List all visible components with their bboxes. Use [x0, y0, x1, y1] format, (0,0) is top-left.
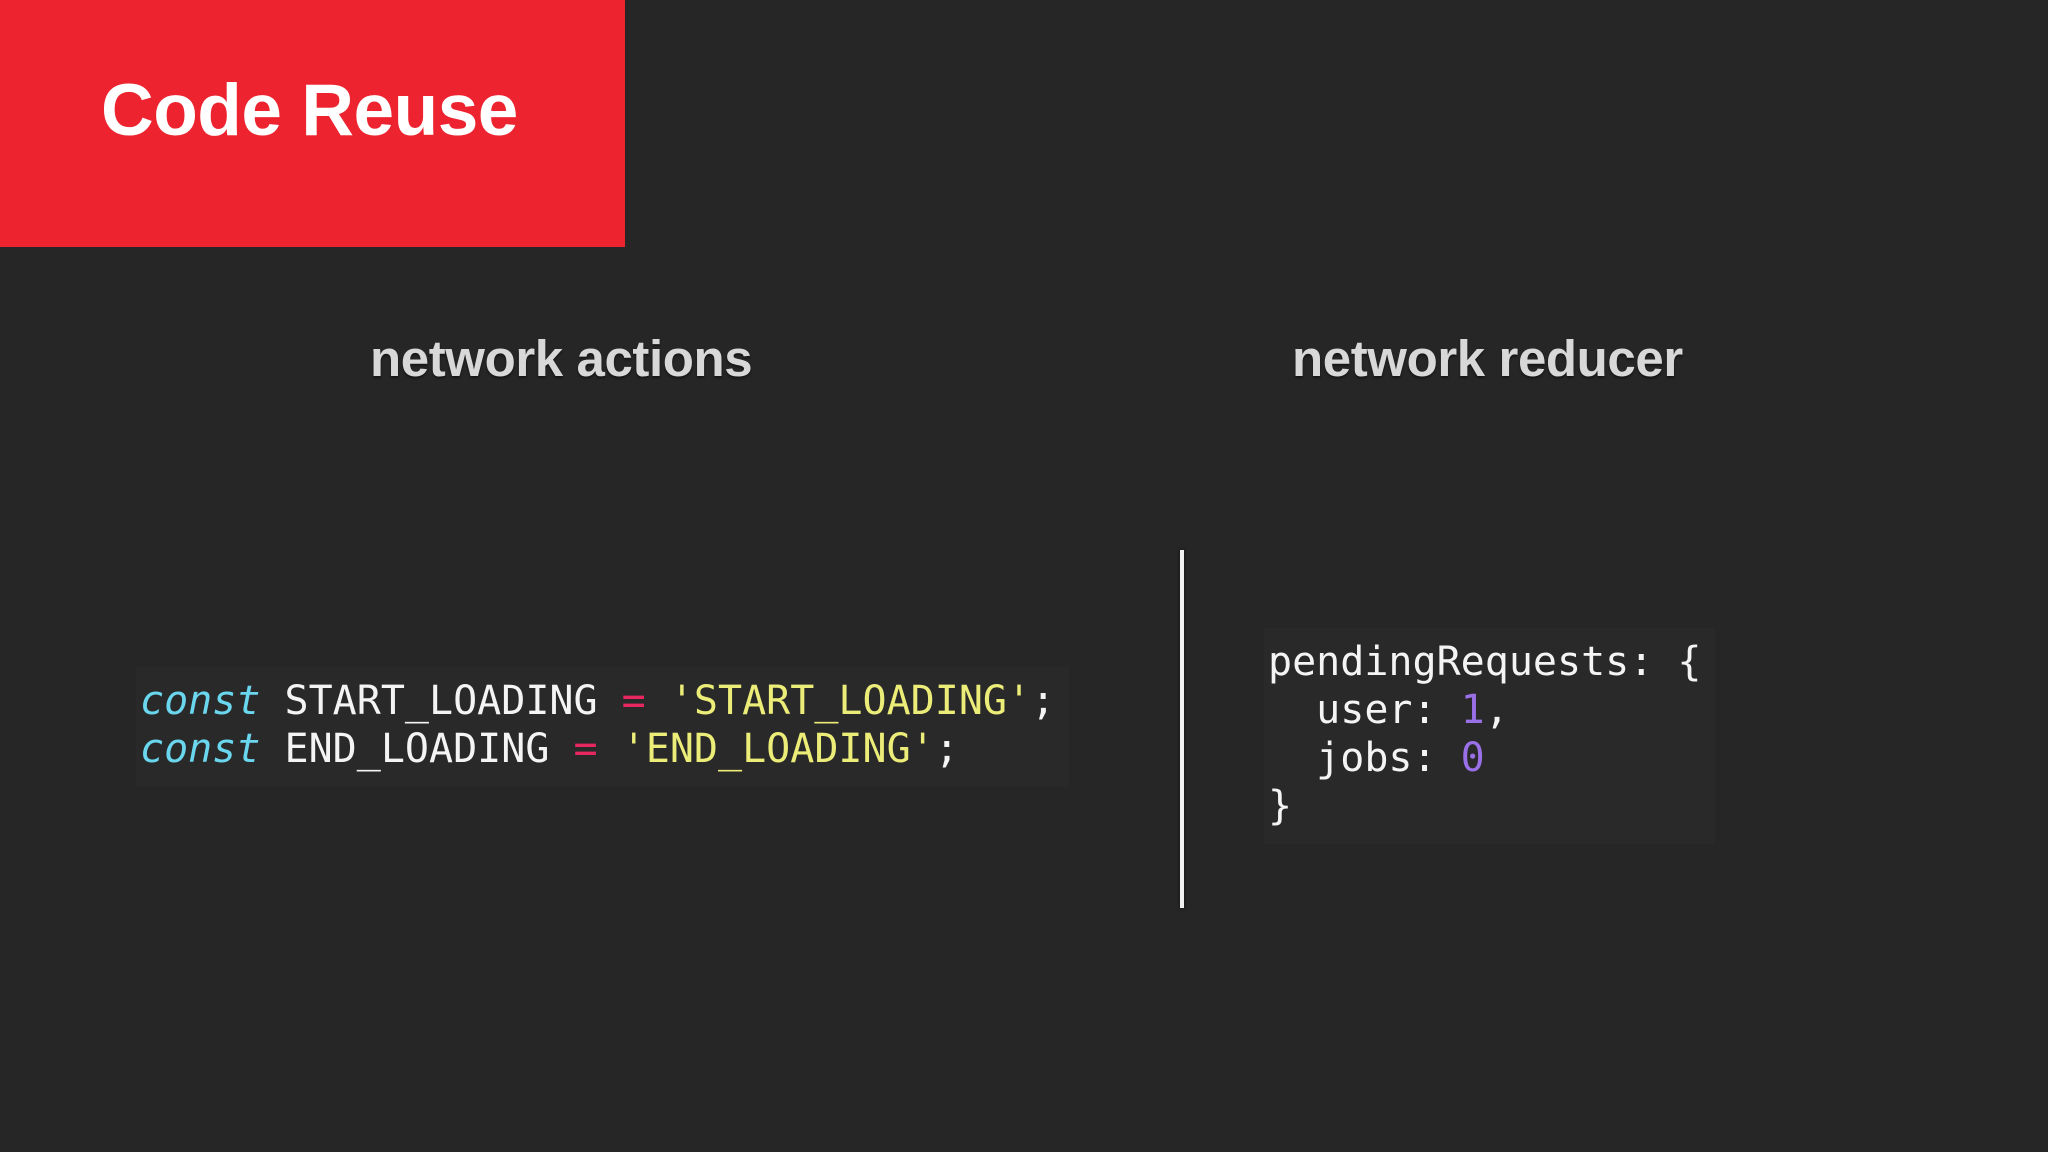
- code-line: jobs: 0: [1268, 735, 1485, 781]
- code-token-keyword: const: [140, 678, 261, 724]
- code-token-number: 1: [1460, 687, 1485, 733]
- column-divider: [1180, 550, 1184, 908]
- code-token-string: 'START_LOADING': [669, 678, 1032, 724]
- code-token-plain: user:: [1268, 687, 1461, 733]
- code-token-number: 0: [1460, 735, 1485, 781]
- code-token-keyword: const: [140, 726, 261, 772]
- code-token-plain: [598, 726, 622, 772]
- code-token-plain: ;: [1031, 678, 1056, 724]
- code-token-plain: ;: [934, 726, 959, 772]
- column-heading-network-actions: network actions: [370, 330, 753, 387]
- page-title: Code Reuse: [101, 70, 518, 151]
- column-heading-network-reducer: network reducer: [1292, 330, 1683, 387]
- code-line: const START_LOADING = 'START_LOADING';: [140, 678, 1055, 724]
- code-token-string: 'END_LOADING': [621, 726, 935, 772]
- code-token-plain: }: [1268, 783, 1293, 829]
- code-token-operator: =: [621, 678, 646, 724]
- code-token-plain: [646, 678, 670, 724]
- code-token-operator: =: [573, 726, 598, 772]
- code-token-plain: jobs:: [1268, 735, 1461, 781]
- code-token-plain: ,: [1484, 687, 1509, 733]
- code-line: user: 1,: [1268, 687, 1509, 733]
- code-token-plain: END_LOADING: [260, 726, 574, 772]
- code-line: pendingRequests: {: [1268, 639, 1701, 685]
- code-token-plain: START_LOADING: [260, 678, 622, 724]
- code-line: const END_LOADING = 'END_LOADING';: [140, 726, 959, 772]
- title-banner: Code Reuse: [0, 0, 625, 247]
- code-token-plain: pendingRequests: {: [1268, 639, 1702, 685]
- code-block-network-actions: const START_LOADING = 'START_LOADING'; c…: [136, 667, 1069, 787]
- code-block-network-reducer: pendingRequests: { user: 1, jobs: 0 }: [1264, 628, 1715, 844]
- code-line: }: [1268, 783, 1292, 829]
